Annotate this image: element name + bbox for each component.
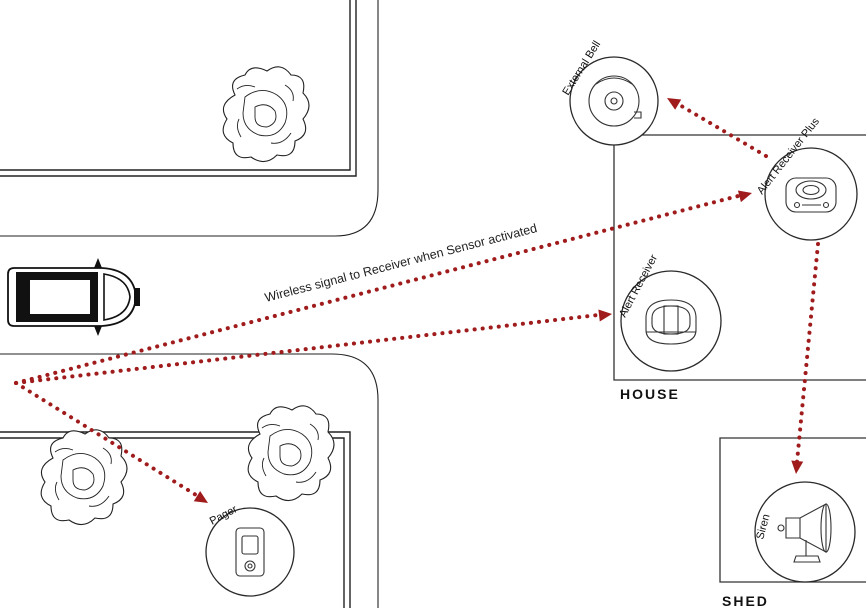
signal-to-alert-receiver <box>14 313 600 385</box>
arrow-to-external-bell <box>667 98 682 110</box>
siren-device <box>754 481 856 583</box>
alert-receiver-device <box>620 270 722 372</box>
signal-paths <box>14 102 820 497</box>
receiver-icon <box>645 299 697 345</box>
house-label: HOUSE <box>620 386 680 402</box>
signal-to-external-bell <box>676 102 768 158</box>
road-bottom <box>0 431 351 608</box>
arrow-to-pager <box>193 491 208 503</box>
signal-arrowheads <box>193 98 804 503</box>
bush-top <box>222 66 310 163</box>
signal-to-siren <box>795 242 820 464</box>
road-top <box>0 0 357 177</box>
shed-outline <box>719 437 866 583</box>
house-outline <box>613 134 866 381</box>
arrow-to-siren <box>791 460 804 474</box>
alert-receiver-plus-device <box>764 147 858 241</box>
bush-bottom-right <box>247 405 335 502</box>
arrow-to-alert-receiver-plus <box>737 190 752 203</box>
signal-to-pager <box>14 381 198 497</box>
pager-device <box>205 507 295 597</box>
signal-to-alert-receiver-plus <box>14 193 744 385</box>
siren-icon <box>777 503 832 563</box>
curb-top <box>0 0 379 237</box>
receiver-plus-icon <box>785 177 837 213</box>
car <box>7 258 140 336</box>
shed-label: SHED <box>722 593 769 608</box>
curb-bottom <box>0 353 379 608</box>
bell-icon <box>588 75 642 127</box>
signal-label: Wireless signal to Receiver when Sensor … <box>263 221 538 305</box>
bush-bottom-left <box>40 429 128 526</box>
arrow-to-alert-receiver <box>598 309 612 322</box>
pager-icon <box>235 527 265 577</box>
external-bell-device <box>569 56 659 146</box>
